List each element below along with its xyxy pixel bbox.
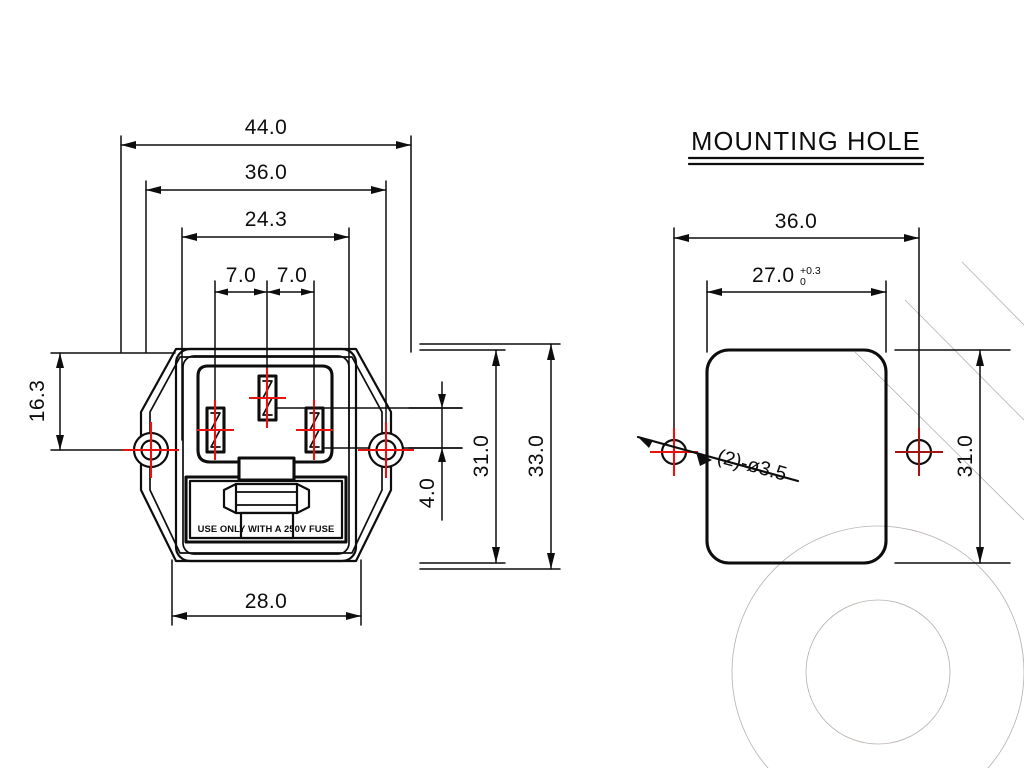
fuse-warning-label: USE ONLY WITH A 250V FUSE (198, 523, 335, 534)
line-pin (197, 400, 234, 460)
fuse-symbol (222, 482, 311, 515)
dimension-16-3: 16.3 (26, 352, 176, 451)
dimension-27-tol-lower: 0 (800, 276, 806, 288)
screw-boss-left (123, 422, 179, 478)
dimension-7-right-label: 7.0 (277, 264, 307, 287)
dimension-4-label: 4.0 (416, 478, 439, 508)
socket-cavity-outline (196, 364, 334, 464)
dimension-33-label: 33.0 (525, 435, 548, 477)
dimension-16-3-label: 16.3 (26, 380, 49, 422)
earth-pin (249, 368, 286, 428)
screw-boss-right (358, 422, 414, 478)
dimension-28: 28.0 (171, 559, 362, 626)
mounting-hole-title: MOUNTING HOLE (691, 128, 921, 156)
fuse-drawer: USE ONLY WITH A 250V FUSE (184, 456, 348, 544)
dimension-4: 4.0 (408, 381, 463, 521)
dimension-31-mh: 31.0 (894, 349, 1011, 564)
dimension-36-front-label: 36.0 (245, 161, 287, 184)
hole-note-label: (2)-ø3.5 (715, 446, 789, 486)
dimension-44-label: 44.0 (245, 116, 287, 139)
dimension-36-mh-label: 36.0 (775, 210, 817, 233)
dimension-7-left-label: 7.0 (226, 264, 256, 287)
dimension-31-front: 31.0 (419, 349, 506, 564)
dimension-31-mh-label: 31.0 (954, 435, 977, 477)
mounting-hole-title-group: MOUNTING HOLE (687, 128, 925, 166)
mounting-hole-right (895, 428, 943, 476)
dimension-36-mh: 36.0 (673, 210, 920, 453)
dimension-44: 44.0 (120, 116, 412, 353)
dimension-27: 27.0 +0.3 0 (706, 264, 887, 353)
hole-note-leader (636, 435, 800, 483)
neutral-pin (296, 400, 333, 460)
dimension-27-tol-upper: +0.3 (800, 265, 821, 277)
dimension-28-label: 28.0 (245, 590, 287, 613)
body-plate-outline (174, 347, 358, 563)
body-plate-inner (182, 355, 350, 555)
dimension-33: 33.0 (419, 343, 561, 570)
dimension-36-front: 36.0 (145, 161, 387, 453)
dimension-24-3-label: 24.3 (245, 208, 287, 231)
dimension-27-label: 27.0 (752, 264, 794, 287)
dimension-31-front-label: 31.0 (470, 435, 493, 477)
watermark-arcs (731, 261, 1024, 768)
